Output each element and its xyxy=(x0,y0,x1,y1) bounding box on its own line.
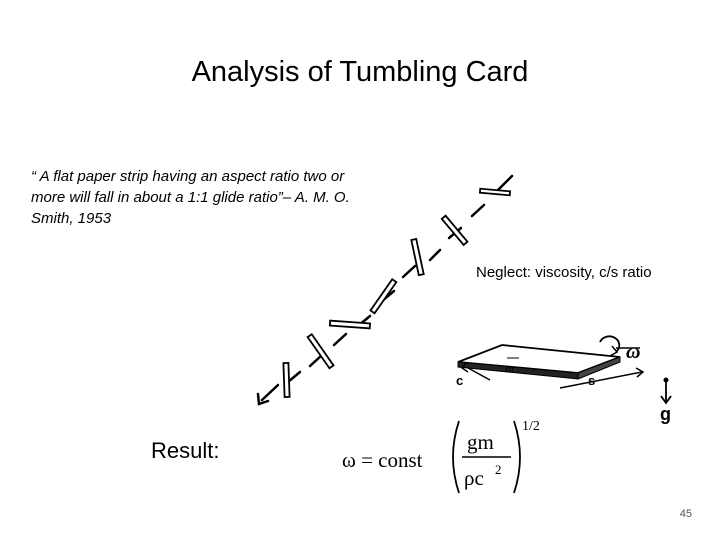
result-label: Result: xyxy=(151,438,220,463)
gravity-label-g: g xyxy=(660,404,671,424)
formula-denominator: ρc xyxy=(464,466,484,490)
formula-exponent: 1/2 xyxy=(522,419,540,434)
chord-label-c: c xyxy=(456,373,463,388)
formula-den-exponent: 2 xyxy=(495,462,502,477)
formula-numerator: gm xyxy=(467,430,494,454)
left-paren xyxy=(452,420,460,494)
page-number: 45 xyxy=(679,508,692,520)
right-paren xyxy=(513,420,521,494)
card-mass-label: m xyxy=(505,361,514,375)
neglect-note: Neglect: viscosity, c/s ratio xyxy=(476,264,652,281)
slide-title: Analysis of Tumbling Card xyxy=(191,56,529,88)
omega-formula: ω = const gm ρc 2 1/2 xyxy=(342,419,540,494)
card-detail: m c s ω g xyxy=(456,335,672,424)
formula-lhs: ω = const xyxy=(342,448,423,472)
card-positions xyxy=(282,187,512,399)
smith-quote: “ A flat paper strip having an aspect ra… xyxy=(31,168,350,227)
span-label-s: s xyxy=(588,373,595,388)
rotation-omega-label: ω xyxy=(626,341,640,363)
